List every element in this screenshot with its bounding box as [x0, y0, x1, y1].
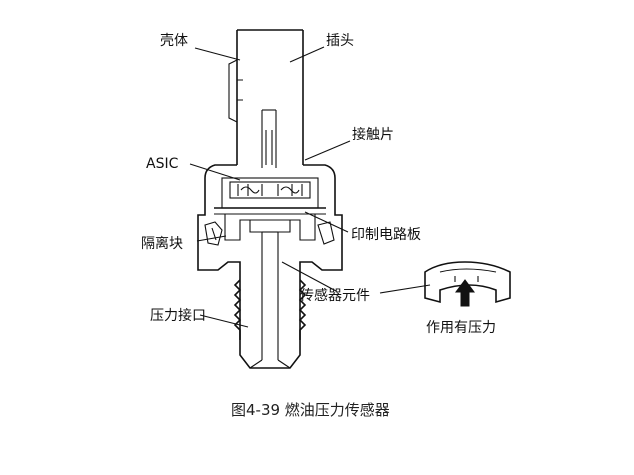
- label-pressure-port: 压力接口: [150, 307, 206, 324]
- label-sensor-element: 传感器元件: [300, 287, 370, 304]
- figure-caption: 图4-39 燃油压力传感器: [231, 401, 390, 419]
- plug-connector: [228, 29, 304, 168]
- sensor-element-detail: [424, 261, 511, 307]
- label-acting-pressure: 作用有压力: [426, 320, 496, 336]
- sensor-housing: [197, 164, 343, 360]
- label-shell: 壳体: [160, 32, 188, 49]
- label-pcb: 印制电路板: [351, 227, 421, 243]
- label-asic: ASIC: [146, 156, 179, 172]
- label-isolator: 隔离块: [141, 235, 183, 252]
- label-plug: 插头: [326, 33, 354, 49]
- pressure-port-thread: [233, 279, 307, 369]
- label-contact: 接触片: [352, 126, 394, 143]
- leader-lines: [189, 46, 431, 328]
